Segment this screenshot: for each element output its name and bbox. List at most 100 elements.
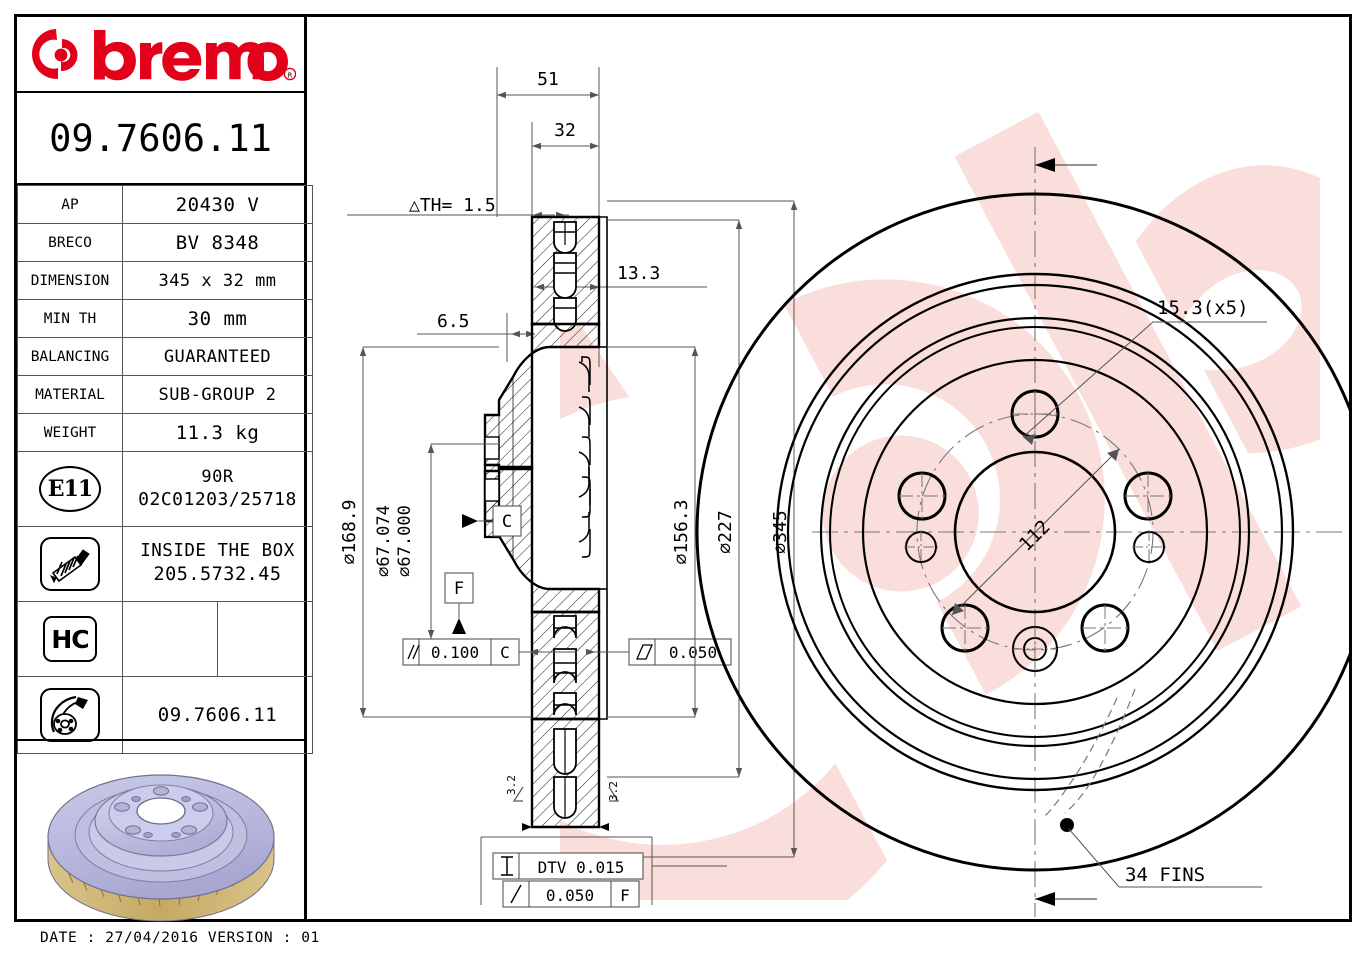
front-view: 15.3(x5) 112 34 FINS <box>695 147 1349 917</box>
dim-delta-th: △TH= 1.5 <box>409 195 496 216</box>
spec-panel: R 09.7606.11 AP 20430 V BRECO BV 8348 DI… <box>17 17 313 922</box>
small-hole <box>1132 530 1166 564</box>
datum-c-arrow <box>462 514 478 528</box>
dtv-tolerance: DTV 0.015 <box>492 852 644 880</box>
screw-line2: 205.5732.45 <box>153 564 282 586</box>
e11-icon: E11 <box>39 466 101 512</box>
hat-outer-circle <box>819 316 1251 748</box>
product-photo-cell <box>17 739 304 936</box>
parallelism-tolerance: 0.100 C <box>402 638 520 666</box>
label-pitch-circle-dia: 112 <box>1015 516 1055 556</box>
disc-part-code: 09.7606.11 <box>122 676 313 754</box>
table-row-disc: 09.7606.11 <box>17 676 313 754</box>
hc-icon: HC <box>43 616 97 662</box>
technical-drawing: 51 32 △TH= 1.5 <box>339 67 1349 917</box>
drawing-border <box>14 14 1352 922</box>
datum-f-label: F <box>454 579 464 599</box>
bolt-hole <box>1080 603 1130 653</box>
dim-mid-dia: ⌀227 <box>715 510 736 553</box>
dim-32: 32 <box>554 120 576 141</box>
hat-outer-circle-2 <box>829 326 1241 738</box>
roughness-left-value: 3.2 <box>505 775 518 795</box>
spec-key: MATERIAL <box>17 375 123 414</box>
roughness-right: 3.2 <box>607 781 620 802</box>
disc-outer-circle <box>695 192 1349 872</box>
circular-runout-symbol <box>510 884 522 904</box>
spec-key: BRECO <box>17 223 123 262</box>
dtv-value: DTV 0.015 <box>538 858 625 877</box>
table-row-homologation: E11 90R 02C01203/25718 <box>17 451 313 527</box>
roughness-right-value: 3.2 <box>607 781 620 801</box>
cross-section-view: 51 32 △TH= 1.5 <box>339 67 798 908</box>
dim-6-5: 6.5 <box>437 311 470 332</box>
footer-date-version: DATE : 27/04/2016 VERSION : 01 <box>40 930 320 946</box>
bolt-hole <box>940 603 990 653</box>
spec-value: BV 8348 <box>122 223 313 262</box>
parallelism-value: 0.100 <box>431 643 479 662</box>
label-fins-count: 34 FINS <box>1125 864 1205 886</box>
homologation-line2: 02C01203/25718 <box>138 489 297 511</box>
datum-c-label: C <box>502 512 512 532</box>
dim-outer-dia: ⌀345 <box>770 510 791 553</box>
dim-bore-min: ⌀67.000 <box>395 505 415 577</box>
table-row: DIMENSION 345 x 32 mm <box>17 261 313 300</box>
pitch-dia-leader <box>951 448 1120 616</box>
bolt-hole <box>897 471 947 521</box>
part-code-header: 09.7606.11 <box>17 93 304 185</box>
flatness-tolerance: 0.050 <box>628 638 732 666</box>
homologation-value: 90R 02C01203/25718 <box>122 451 313 527</box>
dim-inner-dia: ⌀156.3 <box>671 499 692 564</box>
screw-line1: INSIDE THE BOX <box>140 541 295 562</box>
table-row-screws: INSIDE THE BOX 205.5732.45 <box>17 526 313 602</box>
center-bore-circle <box>953 450 1117 614</box>
hc-badge-cell: HC <box>17 601 123 677</box>
brembo-logo-cell: R <box>17 17 304 93</box>
screw-cell <box>17 526 123 602</box>
table-row: BRECO BV 8348 <box>17 223 313 262</box>
table-row: BALANCING GUARANTEED <box>17 337 313 376</box>
section-arrow-bottom <box>1035 892 1097 906</box>
bolt-hole <box>1010 389 1060 439</box>
spec-value: GUARANTEED <box>122 337 313 376</box>
pin-hole <box>1012 626 1058 672</box>
hat-flange-circle <box>861 358 1209 706</box>
spec-key: AP <box>17 185 123 224</box>
fin-marker <box>1060 818 1074 832</box>
screw-icon <box>40 537 100 591</box>
flatness-value: 0.050 <box>669 643 717 662</box>
table-row: MIN TH 30 mm <box>17 299 313 338</box>
dim-51: 51 <box>537 69 559 90</box>
brake-disc-render <box>46 774 275 922</box>
parallelism-symbol <box>407 644 420 660</box>
bolt-hole <box>1123 471 1173 521</box>
brake-disc-cell <box>17 676 123 754</box>
roughness-left: 3.2 <box>505 775 524 802</box>
datum-f-arrow <box>452 618 466 634</box>
screw-note: INSIDE THE BOX 205.5732.45 <box>122 526 313 602</box>
friction-ring-inner-2 <box>786 283 1284 781</box>
table-row: WEIGHT 11.3 kg <box>17 413 313 452</box>
centerline <box>812 147 1347 917</box>
fin-outline <box>1044 688 1136 817</box>
svg-text:R: R <box>287 71 292 79</box>
table-row-hc: HC <box>17 601 313 677</box>
part-code-text: 09.7606.11 <box>49 116 272 160</box>
friction-ring-inner <box>775 272 1295 792</box>
total-runout-symbol <box>501 856 513 876</box>
spec-value: 20430 V <box>122 185 313 224</box>
section-arrow-top <box>1035 158 1097 172</box>
dim-13-3: 13.3 <box>617 263 660 284</box>
fins-leader <box>1068 828 1262 888</box>
runout-tolerance: 0.050 F <box>502 880 640 908</box>
small-hole <box>904 530 938 564</box>
spec-key: WEIGHT <box>17 413 123 452</box>
runout-datum: F <box>620 886 630 905</box>
bolt-hole-leader <box>1022 321 1267 438</box>
spec-key: BALANCING <box>17 337 123 376</box>
spec-key: DIMENSION <box>17 261 123 300</box>
table-row: MATERIAL SUB-GROUP 2 <box>17 375 313 414</box>
spec-value: 11.3 kg <box>122 413 313 452</box>
dim-outer-hat-dia: ⌀168.9 <box>339 499 360 564</box>
spec-value: SUB-GROUP 2 <box>122 375 313 414</box>
